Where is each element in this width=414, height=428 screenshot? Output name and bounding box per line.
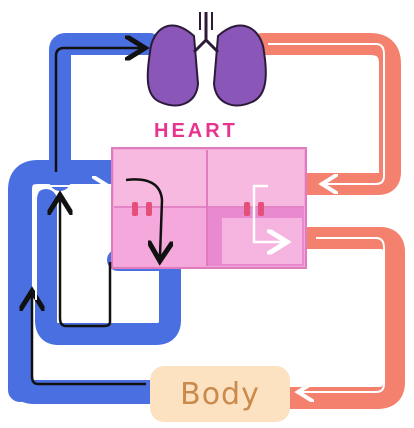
tricuspid-valve-left xyxy=(132,202,138,216)
mitral-valve-right xyxy=(258,202,264,216)
body-box: Body xyxy=(150,366,290,422)
heart-title: HEART xyxy=(154,120,274,143)
mitral-valve-left xyxy=(244,202,250,216)
right-atrium xyxy=(114,150,206,206)
flow-arrow-icon xyxy=(60,200,110,326)
trachea-icon xyxy=(194,12,218,52)
lungs-icon xyxy=(148,12,266,105)
flow-arrow-icon xyxy=(302,238,384,392)
body-label: Body xyxy=(180,377,260,412)
tricuspid-valve-right xyxy=(146,202,152,216)
left-atrium xyxy=(208,150,304,206)
heart-icon xyxy=(112,148,306,268)
